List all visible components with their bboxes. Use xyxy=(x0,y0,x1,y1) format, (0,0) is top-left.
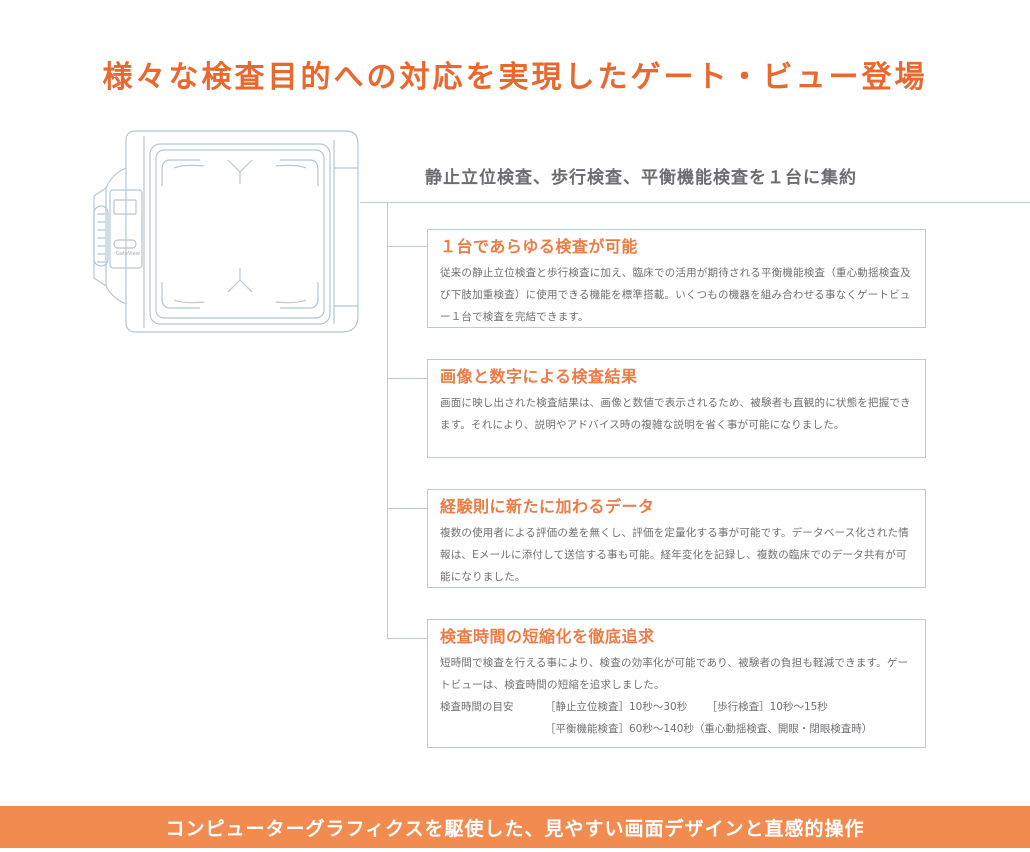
feature-title: 画像と数字による検査結果 xyxy=(440,367,638,386)
gateview-device-illustration: GateView xyxy=(93,130,359,333)
feature-card-1: １台であらゆる検査が可能 従来の静止立位検査と歩行検査に加え、臨床での活用が期待… xyxy=(427,229,926,328)
feature-title: 検査時間の短縮化を徹底追求 xyxy=(440,627,655,646)
feature-body: 従来の静止立位検査と歩行検査に加え、臨床での活用が期待される平衡機能検査（重心動… xyxy=(440,267,911,323)
feature-title: １台であらゆる検査が可能 xyxy=(440,237,638,256)
exam-time-guide: 検査時間の目安 ［静止立位検査］10秒〜30秒 ［歩行検査］10秒〜15秒 ［平… xyxy=(440,696,913,740)
exam-time-standing: ［静止立位検査］10秒〜30秒 xyxy=(545,701,688,713)
connector-branch-1 xyxy=(387,246,427,247)
feature-body: 画面に映し出された検査結果は、画像と数値で表示されるため、被験者も直観的に状態を… xyxy=(440,397,911,431)
exam-time-balance: ［平衡機能検査］60秒〜140秒（重心動揺検査、開眼・閉眼検査時） xyxy=(545,723,873,735)
connector-branch-2 xyxy=(387,378,427,379)
connector-branch-4 xyxy=(387,638,427,639)
feature-card-2: 画像と数字による検査結果 画面に映し出された検査結果は、画像と数値で表示されるた… xyxy=(427,359,926,458)
feature-card-3: 経験則に新たに加わるデータ 複数の使用者による評価の差を無くし、評価を定量化する… xyxy=(427,489,926,588)
device-brand-label: GateView xyxy=(116,251,140,257)
page-title: 様々な検査目的への対応を実現したゲート・ビュー登場 xyxy=(102,60,928,95)
footer-banner: コンピューターグラフィクスを駆使した、見やすい画面デザインと直感的操作 xyxy=(0,806,1030,848)
section-subtitle: 静止立位検査、歩行検査、平衡機能検査を１台に集約 xyxy=(425,168,857,188)
feature-body: 複数の使用者による評価の差を無くし、評価を定量化する事が可能です。データベース化… xyxy=(440,527,909,583)
connector-vertical-line xyxy=(387,202,388,638)
exam-time-walking: ［歩行検査］10秒〜15秒 xyxy=(706,701,828,713)
feature-body: 短時間で検査を行える事により、検査の効率化が可能であり、被験者の負担も軽減できま… xyxy=(440,657,909,691)
feature-title: 経験則に新たに加わるデータ xyxy=(440,497,655,516)
exam-time-label: 検査時間の目安 xyxy=(440,701,514,713)
connector-top-line xyxy=(360,202,1030,203)
footer-banner-text: コンピューターグラフィクスを駆使した、見やすい画面デザインと直感的操作 xyxy=(165,818,865,840)
feature-card-4: 検査時間の短縮化を徹底追求 短時間で検査を行える事により、検査の効率化が可能であ… xyxy=(427,619,926,748)
connector-branch-3 xyxy=(387,508,427,509)
